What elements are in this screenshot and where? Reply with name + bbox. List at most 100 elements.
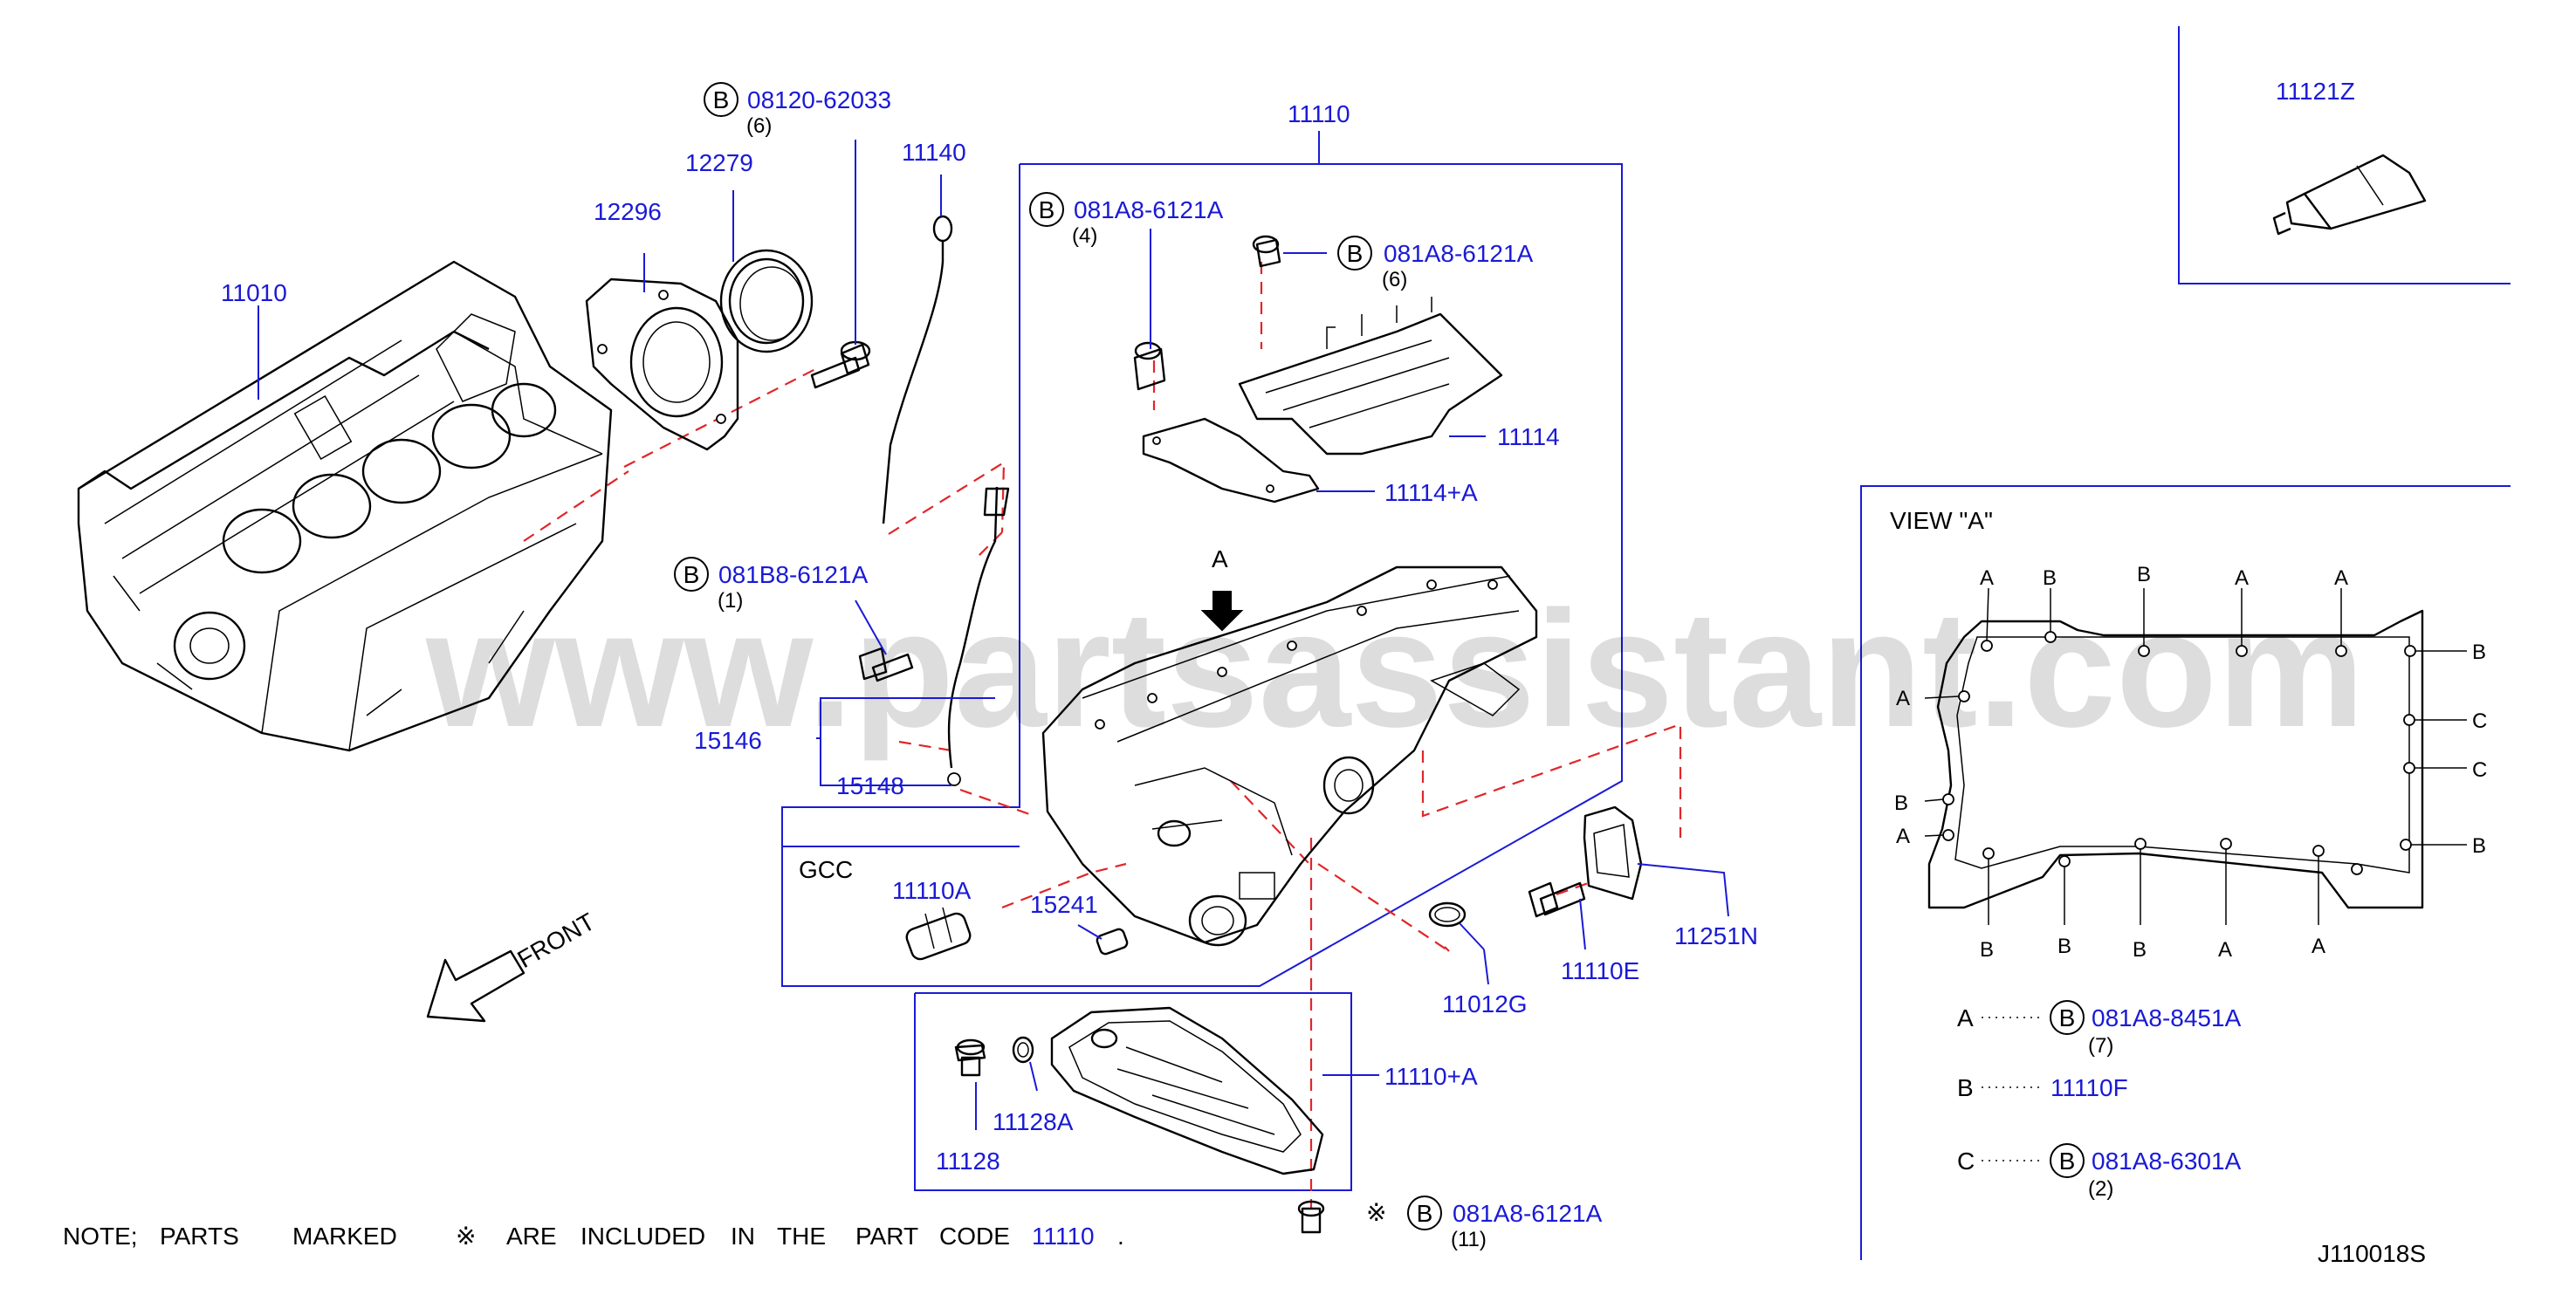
callout-08120-62033[interactable]: 08120-62033 bbox=[747, 86, 891, 113]
note-end: . bbox=[1117, 1223, 1124, 1250]
note-word: MARKED bbox=[292, 1223, 397, 1250]
callout-11110-a[interactable]: 11110+A bbox=[1384, 1063, 1478, 1090]
gcc-insert-drawing[interactable] bbox=[904, 907, 972, 962]
plug-15241-drawing[interactable] bbox=[1096, 928, 1129, 956]
note-word: CODE bbox=[939, 1223, 1010, 1250]
callout-11128[interactable]: 11128 bbox=[936, 1148, 1000, 1175]
view-a-label: B bbox=[1980, 938, 1994, 962]
qty-text: (6) bbox=[746, 114, 772, 138]
callout-11110e[interactable]: 11110E bbox=[1561, 957, 1639, 984]
bolt-081a8-6121a-bottom-drawing[interactable] bbox=[1297, 1200, 1325, 1234]
drain-plug-drawing[interactable] bbox=[954, 1038, 986, 1077]
b-mark-text: B bbox=[2059, 1004, 2076, 1031]
view-a-label: B bbox=[1894, 791, 1908, 815]
b-mark-08120 bbox=[704, 82, 738, 117]
b-mark-text: B bbox=[1417, 1200, 1433, 1227]
b-mark-legend bbox=[2050, 1000, 2085, 1035]
b-mark-081a8-4 bbox=[1029, 192, 1064, 227]
cover-11251n-drawing[interactable] bbox=[1583, 805, 1643, 901]
callout-15241[interactable]: 15241 bbox=[1030, 891, 1098, 918]
view-a-label: B bbox=[2472, 834, 2486, 858]
legend-code[interactable]: 081A8-6301A bbox=[2092, 1148, 2242, 1175]
note-word: INCLUDED bbox=[580, 1223, 705, 1250]
arrow-a-label: A bbox=[1212, 545, 1228, 572]
view-a-top-labels: A B B A A bbox=[1980, 563, 2348, 590]
callout-11110a[interactable]: 11110A bbox=[892, 877, 972, 904]
view-a-label: C bbox=[2472, 709, 2487, 733]
rear-oil-seal-drawing[interactable] bbox=[719, 249, 814, 353]
lower-oil-pan-drawing[interactable] bbox=[1050, 1006, 1324, 1175]
b-mark-text: B bbox=[713, 86, 730, 113]
legend-row-a[interactable]: A B 081A8-8451A (7) bbox=[1957, 1000, 2242, 1058]
assembly-dash-lines bbox=[523, 262, 1682, 1209]
view-a-bottom-labels: B B B A A bbox=[1980, 935, 2325, 962]
callout-11012g[interactable]: 11012G bbox=[1442, 990, 1528, 1018]
b-mark-text: B bbox=[1347, 240, 1364, 267]
legend-qty: (2) bbox=[2088, 1177, 2113, 1201]
legend-key: A bbox=[1957, 1004, 1974, 1031]
gcc-label: GCC bbox=[799, 856, 853, 883]
view-a-label: B bbox=[2472, 641, 2486, 664]
view-a-label: A bbox=[2218, 938, 2232, 962]
dipstick-drawing[interactable] bbox=[882, 215, 953, 524]
callout-11114-a[interactable]: 11114+A bbox=[1384, 479, 1478, 506]
b-mark-text: B bbox=[1039, 196, 1055, 223]
view-a-label: B bbox=[2043, 566, 2057, 590]
b-mark-081a8-11 bbox=[1407, 1196, 1442, 1230]
diagram-code: J110018S bbox=[2318, 1240, 2426, 1267]
legend-qty: (7) bbox=[2088, 1034, 2113, 1058]
callout-11114[interactable]: 11114 bbox=[1497, 423, 1560, 450]
callout-11128a[interactable]: 11128A bbox=[993, 1108, 1074, 1135]
front-arrow bbox=[426, 949, 526, 1023]
view-a-label: A bbox=[1896, 825, 1910, 848]
legend-code[interactable]: 11110F bbox=[2050, 1074, 2128, 1101]
view-a-gasket-drawing[interactable] bbox=[1927, 609, 2424, 909]
oring-11012g-drawing[interactable] bbox=[1428, 901, 1467, 928]
note-prefix: NOTE; bbox=[63, 1223, 138, 1250]
note-word: PART bbox=[855, 1223, 918, 1250]
sealant-tube-drawing[interactable] bbox=[2272, 154, 2427, 236]
qty-text: (1) bbox=[718, 589, 743, 613]
legend-dotted-lines bbox=[1982, 1017, 2043, 1161]
legend-row-c[interactable]: C B 081A8-6301A (2) bbox=[1957, 1143, 2242, 1201]
view-a-label: A bbox=[2235, 566, 2249, 590]
legend-code[interactable]: 081A8-8451A bbox=[2092, 1004, 2242, 1031]
callout-11110[interactable]: 11110 bbox=[1288, 100, 1350, 127]
callout-081b8-6121a[interactable]: 081B8-6121A bbox=[718, 561, 869, 588]
note-line: NOTE; PARTS MARKED ※ ARE INCLUDED IN THE… bbox=[63, 1223, 1124, 1250]
callout-11010[interactable]: 11010 bbox=[221, 279, 287, 306]
baffle-plate-drawing[interactable] bbox=[1133, 235, 1503, 504]
view-a-label: C bbox=[2472, 758, 2487, 782]
callout-11121z[interactable]: 11121Z bbox=[2276, 78, 2355, 105]
callout-12279[interactable]: 12279 bbox=[685, 149, 753, 176]
dipstick-guide-drawing[interactable] bbox=[858, 486, 1010, 786]
callout-081a8-6121a-11[interactable]: 081A8-6121A bbox=[1453, 1200, 1603, 1227]
frame-lines bbox=[781, 26, 2511, 1260]
callout-11251n[interactable]: 11251N bbox=[1674, 922, 1758, 949]
callout-15146[interactable]: 15146 bbox=[694, 727, 762, 754]
legend-row-b[interactable]: B 11110F bbox=[1957, 1074, 2128, 1101]
bolt-11110e-drawing[interactable] bbox=[1528, 881, 1586, 918]
callout-081a8-6121a-4[interactable]: 081A8-6121A bbox=[1074, 196, 1224, 223]
oil-seal-retainer-drawing[interactable] bbox=[585, 278, 739, 451]
upper-oil-pan-drawing[interactable] bbox=[1041, 565, 1538, 947]
engine-block-drawing[interactable] bbox=[77, 260, 613, 752]
b-mark-text: B bbox=[683, 561, 700, 588]
callout-12296[interactable]: 12296 bbox=[594, 198, 662, 225]
view-a-label: B bbox=[2137, 563, 2151, 586]
callout-081a8-6121a-6[interactable]: 081A8-6121A bbox=[1384, 240, 1534, 267]
note-word: IN bbox=[731, 1223, 755, 1250]
watermark: www.partsassistant.com bbox=[425, 577, 2365, 762]
drain-washer-drawing[interactable] bbox=[1012, 1036, 1034, 1064]
note-part-code[interactable]: 11110 bbox=[1032, 1223, 1095, 1250]
view-a-label: B bbox=[2057, 935, 2071, 958]
note-word: PARTS bbox=[160, 1223, 239, 1250]
callout-11140[interactable]: 11140 bbox=[902, 139, 966, 166]
callout-15148[interactable]: 15148 bbox=[836, 772, 904, 799]
legend-key: C bbox=[1957, 1148, 1975, 1175]
view-a-label: B bbox=[2133, 938, 2147, 962]
view-a-title: VIEW "A" bbox=[1890, 507, 1993, 534]
note-word: ARE bbox=[506, 1223, 557, 1250]
bolt-08120-62033-drawing[interactable] bbox=[810, 340, 871, 389]
